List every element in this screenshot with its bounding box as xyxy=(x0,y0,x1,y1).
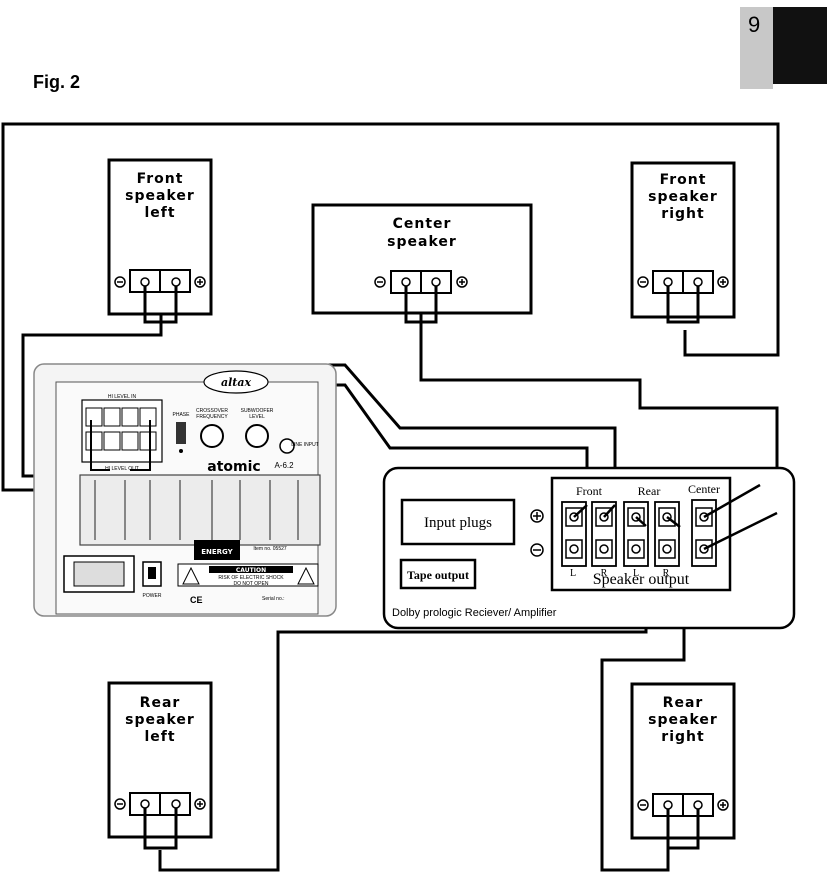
minus-icon xyxy=(114,798,126,810)
phase-switch xyxy=(176,422,186,444)
warning-icon-2 xyxy=(297,566,315,585)
svg-text:Serial no.:: Serial no.: xyxy=(262,596,285,602)
model-name: atomic xyxy=(207,459,260,475)
svg-text:HI LEVEL IN: HI LEVEL IN xyxy=(108,394,137,400)
crossover-knob xyxy=(200,424,224,448)
rear-right-line3: right xyxy=(661,729,704,745)
front-right-line3: right xyxy=(661,206,704,222)
plus-icon xyxy=(717,276,729,288)
subwoofer-panel: altax HI LEVEL IN HI LEVEL OUT PHASE CRO… xyxy=(33,363,337,617)
warning-icon xyxy=(182,566,200,585)
plus-icon xyxy=(194,798,206,810)
center-line1: Center xyxy=(393,216,452,232)
svg-text:R: R xyxy=(601,568,608,579)
svg-text:R: R xyxy=(663,568,670,579)
svg-text:ENERGY: ENERGY xyxy=(201,548,233,556)
center-speaker: Center speaker xyxy=(311,203,533,324)
page-number: 9 xyxy=(748,12,761,37)
figure-label: Fig. 2 xyxy=(33,72,81,92)
minus-icon xyxy=(637,276,649,288)
svg-text:SUBWOOFER: SUBWOOFER xyxy=(241,408,274,414)
minus-icon xyxy=(530,543,544,557)
svg-text:LEVEL: LEVEL xyxy=(249,414,265,420)
front-left-line1: Front xyxy=(137,171,184,187)
front-speaker-left: Front speaker left xyxy=(107,158,213,324)
center-line2: speaker xyxy=(387,234,457,250)
input-plugs-box xyxy=(400,498,516,546)
svg-text:RISK OF ELECTRIC SHOCK: RISK OF ELECTRIC SHOCK xyxy=(218,575,284,581)
plus-icon xyxy=(530,509,544,523)
brand-logo xyxy=(203,370,269,394)
rear-right-line1: Rear xyxy=(663,695,704,711)
front-right-line1: Front xyxy=(660,172,707,188)
thumb-index-tab xyxy=(773,7,827,84)
rear-left-line1: Rear xyxy=(140,695,181,711)
svg-text:Center: Center xyxy=(688,482,720,496)
svg-text:FREQUENCY: FREQUENCY xyxy=(196,414,228,420)
svg-text:CROSSOVER: CROSSOVER xyxy=(196,408,228,414)
input-plugs-label: Input plugs xyxy=(424,515,492,531)
svg-text:Front: Front xyxy=(576,484,603,498)
front-right-line2: speaker xyxy=(648,189,718,205)
plus-icon xyxy=(456,276,468,288)
brand-text: altax xyxy=(221,376,252,389)
energy-logo xyxy=(194,540,240,560)
tape-output-label: Tape output xyxy=(407,568,469,582)
speaker-output-label: Speaker output xyxy=(593,571,690,588)
plus-icon xyxy=(194,276,206,288)
plus-icon xyxy=(717,799,729,811)
svg-text:A-6.2: A-6.2 xyxy=(274,461,294,470)
svg-text:HI LEVEL OUT: HI LEVEL OUT xyxy=(105,466,139,472)
tape-output-box xyxy=(399,558,477,590)
ce-mark: CE xyxy=(190,595,203,605)
line-input-jack xyxy=(279,438,295,454)
minus-icon xyxy=(637,799,649,811)
receiver-caption: Dolby prologic Reciever/ Amplifier xyxy=(392,607,557,619)
svg-text:POWER: POWER xyxy=(143,593,162,599)
svg-text:DO NOT OPEN: DO NOT OPEN xyxy=(234,581,269,587)
svg-text:Item no. 05527: Item no. 05527 xyxy=(253,546,287,552)
level-knob xyxy=(245,424,269,448)
receiver-amplifier: Input plugs Tape output Dolby prologic R… xyxy=(382,466,796,630)
minus-icon xyxy=(114,276,126,288)
front-speaker-right: Front speaker right xyxy=(630,161,736,324)
svg-text:L: L xyxy=(570,568,576,579)
svg-text:L: L xyxy=(633,568,639,579)
svg-text:Rear: Rear xyxy=(638,484,661,498)
rear-speaker-right: Rear speaker right xyxy=(630,682,736,850)
svg-text:PHASE: PHASE xyxy=(173,412,191,418)
rear-right-line2: speaker xyxy=(648,712,718,728)
svg-text:LINE INPUT: LINE INPUT xyxy=(291,442,319,448)
page-tab xyxy=(740,7,773,89)
rear-speaker-left: Rear speaker left xyxy=(107,681,213,850)
rear-left-line2: speaker xyxy=(125,712,195,728)
front-left-line2: speaker xyxy=(125,188,195,204)
svg-text:CAUTION: CAUTION xyxy=(236,567,266,574)
minus-icon xyxy=(374,276,386,288)
front-left-line3: left xyxy=(144,205,175,221)
rear-left-line3: left xyxy=(144,729,175,745)
